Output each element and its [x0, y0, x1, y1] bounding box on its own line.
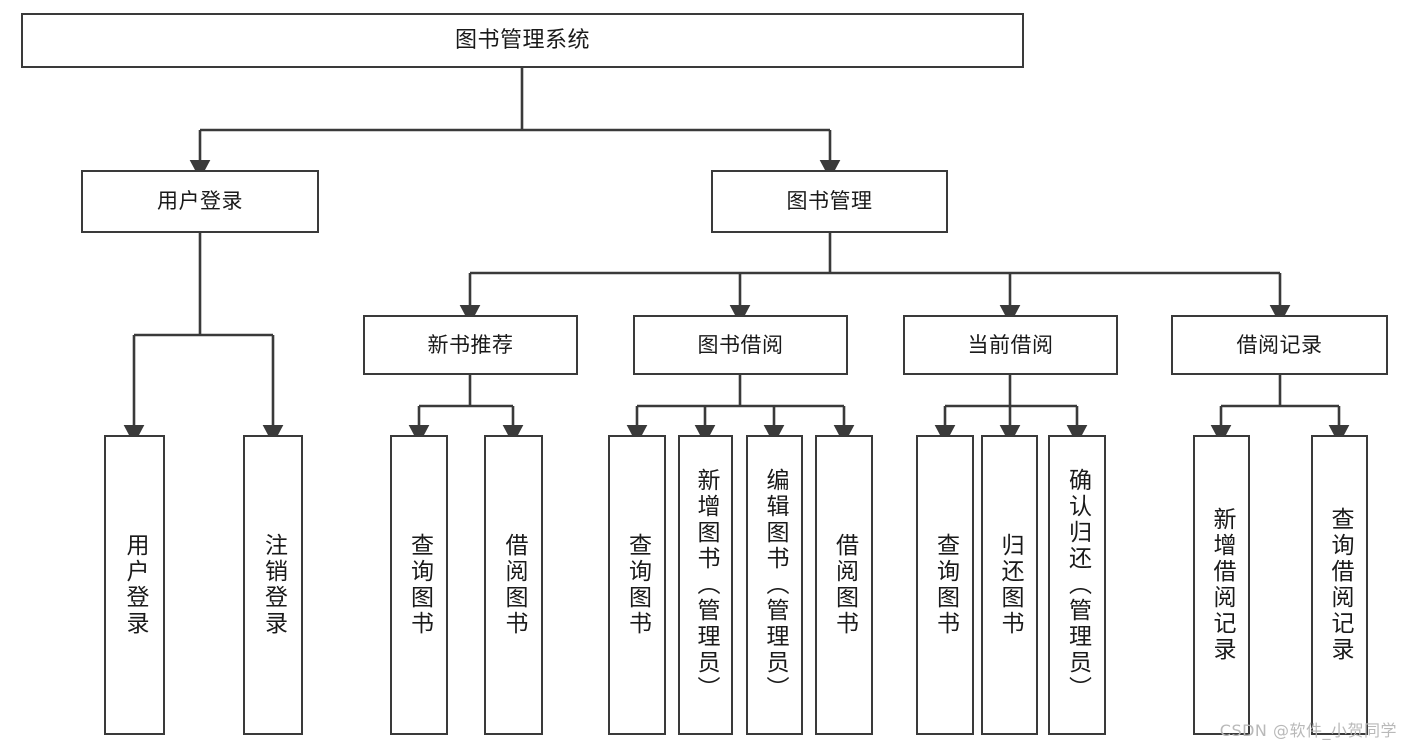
node-leaf-borrow-book-2-label: 借阅图书 [831, 533, 858, 637]
node-leaf-borrow-book-2[interactable]: 借阅图书 [815, 435, 873, 735]
node-leaf-query-book-2-label: 查询图书 [624, 533, 651, 637]
node-leaf-query-book-3-label: 查询图书 [932, 533, 959, 637]
node-current-borrow-label: 当前借阅 [967, 332, 1054, 357]
node-leaf-add-record[interactable]: 新增借阅记录 [1193, 435, 1250, 735]
node-leaf-user-logout[interactable]: 注销登录 [243, 435, 303, 735]
node-leaf-user-login-label: 用户登录 [122, 533, 148, 637]
node-leaf-user-logout-label: 注销登录 [260, 533, 287, 637]
node-leaf-return-book-label: 归还图书 [997, 533, 1023, 637]
node-leaf-edit-book[interactable]: 编辑图书（管理员） [746, 435, 803, 735]
node-leaf-confirm-return-label: 确认归还（管理员） [1064, 468, 1091, 702]
node-book-borrow[interactable]: 图书借阅 [633, 315, 848, 375]
node-leaf-query-record[interactable]: 查询借阅记录 [1311, 435, 1368, 735]
node-leaf-borrow-book-1-label: 借阅图书 [501, 533, 527, 637]
node-leaf-user-login[interactable]: 用户登录 [104, 435, 165, 735]
watermark: CSDN @软件_小贺同学 [1219, 721, 1397, 740]
node-leaf-edit-book-label: 编辑图书（管理员） [762, 468, 788, 702]
node-book-borrow-label: 图书借阅 [697, 332, 784, 357]
node-leaf-confirm-return[interactable]: 确认归还（管理员） [1048, 435, 1106, 735]
node-leaf-add-record-label: 新增借阅记录 [1209, 507, 1235, 663]
node-leaf-add-book-label: 新增图书（管理员） [693, 468, 719, 702]
node-leaf-query-book-1[interactable]: 查询图书 [390, 435, 448, 735]
node-leaf-query-book-3[interactable]: 查询图书 [916, 435, 974, 735]
node-leaf-add-book[interactable]: 新增图书（管理员） [678, 435, 733, 735]
node-current-borrow[interactable]: 当前借阅 [903, 315, 1118, 375]
node-leaf-return-book[interactable]: 归还图书 [981, 435, 1038, 735]
node-leaf-query-record-label: 查询借阅记录 [1327, 507, 1353, 663]
node-user-login-label: 用户登录 [157, 189, 243, 214]
node-leaf-query-book-1-label: 查询图书 [406, 533, 433, 637]
node-leaf-query-book-2[interactable]: 查询图书 [608, 435, 666, 735]
node-borrow-record[interactable]: 借阅记录 [1171, 315, 1388, 375]
node-borrow-record-label: 借阅记录 [1236, 332, 1323, 357]
node-root-label: 图书管理系统 [454, 27, 590, 53]
node-new-book-recommend[interactable]: 新书推荐 [363, 315, 578, 375]
node-book-management-label: 图书管理 [786, 189, 873, 214]
node-leaf-borrow-book-1[interactable]: 借阅图书 [484, 435, 543, 735]
node-book-management[interactable]: 图书管理 [711, 170, 948, 233]
node-new-book-recommend-label: 新书推荐 [427, 332, 514, 357]
node-user-login[interactable]: 用户登录 [81, 170, 319, 233]
node-root[interactable]: 图书管理系统 [21, 13, 1024, 68]
